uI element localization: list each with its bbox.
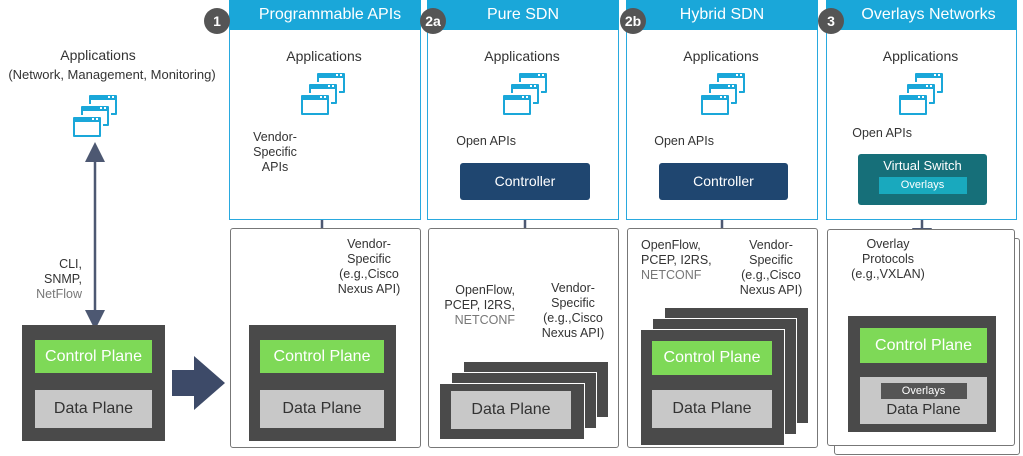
col4-control-plane: Control Plane (860, 328, 987, 363)
col4-data-plane: Data Plane (886, 401, 961, 418)
application-windows-icon (698, 70, 752, 125)
col1-data-plane: Data Plane (260, 390, 384, 428)
protocol-cli: CLI, (59, 257, 82, 271)
application-windows-icon (500, 70, 554, 125)
application-windows-icon (896, 70, 950, 125)
col3-badge: 2b (620, 8, 646, 34)
left-protocols: CLI, SNMP, NetFlow (20, 257, 82, 302)
col3-control-plane: Control Plane (652, 341, 772, 375)
left-apps-title: Applications (60, 47, 136, 63)
col1-upper-label: Vendor- Specific APIs (253, 130, 297, 174)
col3-header: Hybrid SDN (626, 0, 818, 30)
col1-lower-label: Vendor- Specific (e.g.,Cisco Nexus API) (337, 237, 401, 296)
col3-upper-label: Open APIs (654, 134, 714, 148)
left-apps-subtitle: (Network, Management, Monitoring) (8, 67, 216, 82)
legacy-data-plane: Data Plane (35, 390, 152, 428)
col3-left-label: OpenFlow, PCEP, I2RS, NETCONF (641, 238, 712, 282)
col3-apps-title: Applications (683, 48, 759, 64)
col4-apps-title: Applications (882, 48, 959, 64)
protocol-netflow: NetFlow (36, 287, 82, 301)
application-windows-icon (298, 70, 352, 125)
col1-header: Programmable APIs (229, 0, 421, 30)
col3-right-label: Vendor- Specific (e.g.,Cisco Nexus API) (739, 238, 803, 297)
col2-data-plane: Data Plane (451, 391, 571, 429)
col2-apps-title: Applications (484, 48, 560, 64)
col2-left-label: OpenFlow, PCEP, I2RS, NETCONF (444, 283, 515, 327)
col4-lower-label: Overlay Protocols (e.g.,VXLAN) (851, 237, 925, 281)
col2-controller: Controller (460, 163, 590, 200)
col2-header: Pure SDN (427, 0, 619, 30)
virtual-switch-overlays: Overlays (878, 177, 967, 194)
col4-dp-overlays: Overlays (880, 383, 967, 399)
arrow-right-icon (172, 356, 225, 410)
col2-right-label: Vendor- Specific (e.g.,Cisco Nexus API) (541, 281, 605, 340)
col3-controller: Controller (659, 163, 788, 200)
virtual-switch-label: Virtual Switch (883, 158, 962, 173)
col2-badge: 2a (420, 8, 446, 34)
col4-badge: 3 (818, 8, 844, 34)
legacy-control-plane: Control Plane (35, 340, 152, 373)
col4-data-plane-box: Overlays Data Plane (860, 377, 987, 424)
col4-upper-label: Open APIs (852, 126, 912, 140)
virtual-switch: Virtual Switch Overlays (858, 154, 987, 205)
application-windows-icon (70, 92, 124, 147)
col4-header: Overlays Networks (826, 0, 1017, 30)
col2-upper-label: Open APIs (456, 134, 516, 148)
col1-apps-title: Applications (286, 48, 362, 64)
col3-data-plane: Data Plane (652, 390, 772, 428)
col1-badge: 1 (204, 8, 230, 34)
protocol-snmp: SNMP, (44, 272, 82, 286)
col1-control-plane: Control Plane (260, 340, 384, 373)
